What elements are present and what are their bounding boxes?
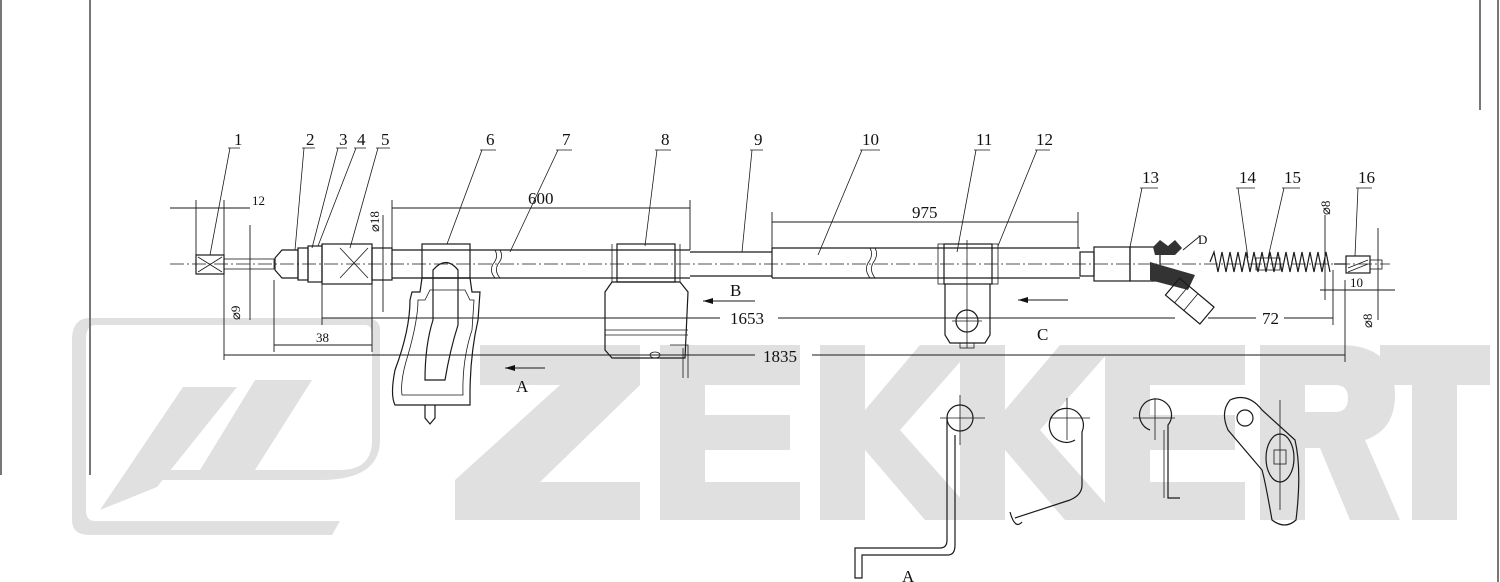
- dimensions: 12 ⌀9 ⌀18 38 600 975 1653 1835: [170, 189, 1395, 366]
- callout-1: 1: [234, 130, 243, 149]
- detail-view-4: [1223, 397, 1300, 526]
- view-A-label: A: [902, 567, 915, 582]
- callout-5: 5: [381, 130, 390, 149]
- dim-1835: 1835: [763, 347, 797, 366]
- callout-16: 16: [1358, 168, 1375, 187]
- dim-1653: 1653: [730, 309, 764, 328]
- callout-8: 8: [661, 130, 670, 149]
- callout-9: 9: [754, 130, 763, 149]
- dim-diameter-9: ⌀9: [228, 306, 243, 320]
- dim-10: 10: [1350, 275, 1363, 290]
- dim-D: D: [1198, 232, 1207, 247]
- callout-15: 15: [1284, 168, 1301, 187]
- callout-11: 11: [976, 130, 992, 149]
- dim-72: 72: [1262, 309, 1279, 328]
- detail-view-2: [1009, 398, 1090, 525]
- view-arrow-C-label: C: [1037, 325, 1048, 344]
- callout-6: 6: [486, 130, 495, 149]
- detail-view-A: A: [854, 395, 985, 582]
- callout-10: 10: [862, 130, 879, 149]
- bracket-6: [391, 243, 481, 425]
- view-arrow-B-label: B: [730, 281, 741, 300]
- detail-view-3: [1133, 398, 1180, 499]
- dim-diameter-18: ⌀18: [367, 211, 382, 232]
- view-arrow-A-label: A: [516, 377, 529, 396]
- bracket-8: [604, 243, 689, 378]
- dim-38: 38: [316, 330, 329, 345]
- bracket-11: [937, 240, 999, 349]
- dim-975: 975: [912, 203, 938, 222]
- view-arrows: A B C: [505, 281, 1068, 396]
- dim-diameter-8-right: ⌀8: [1360, 314, 1375, 328]
- callout-3: 3: [339, 130, 348, 149]
- zekkert-logo-icon: [72, 318, 380, 535]
- cable-assembly: [170, 240, 1390, 325]
- dim-600: 600: [528, 189, 554, 208]
- callout-14: 14: [1239, 168, 1257, 187]
- callout-4: 4: [357, 130, 366, 149]
- callout-7: 7: [562, 130, 571, 149]
- dim-diameter-8-top: ⌀8: [1318, 201, 1333, 215]
- dim-12: 12: [252, 193, 265, 208]
- watermark-text: [455, 345, 1490, 520]
- callout-12: 12: [1036, 130, 1053, 149]
- callout-13: 13: [1142, 168, 1159, 187]
- callouts: 1 2 3 4 5 6 7 8 9 10 11 12 13 14 15 16: [209, 130, 1375, 259]
- callout-2: 2: [306, 130, 315, 149]
